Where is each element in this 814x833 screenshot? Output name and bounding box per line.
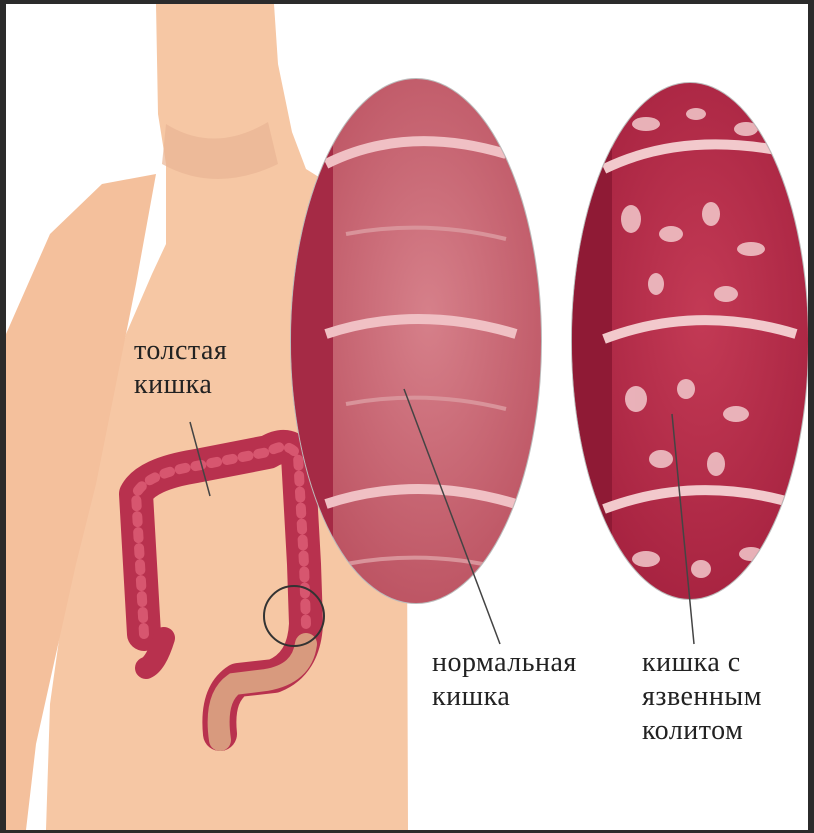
label-normal-line-2: кишка (432, 680, 577, 714)
label-colon: толстая кишка (134, 334, 227, 402)
illustration-frame: толстая кишка нормальная кишка кишка с я… (6, 4, 808, 830)
label-ulcer-line-2: язвенным (642, 680, 762, 714)
label-normal-colon: нормальная кишка (432, 646, 577, 714)
normal-colon-magnified (291, 79, 541, 604)
label-ulcer-line-1: кишка с (642, 646, 762, 680)
label-ulcerative-colon: кишка с язвенным колитом (642, 646, 762, 748)
ulcerative-colon-magnified (572, 83, 808, 599)
label-colon-line-1: толстая (134, 334, 227, 368)
label-colon-line-2: кишка (134, 368, 227, 402)
label-ulcer-line-3: колитом (642, 714, 762, 748)
label-normal-line-1: нормальная (432, 646, 577, 680)
